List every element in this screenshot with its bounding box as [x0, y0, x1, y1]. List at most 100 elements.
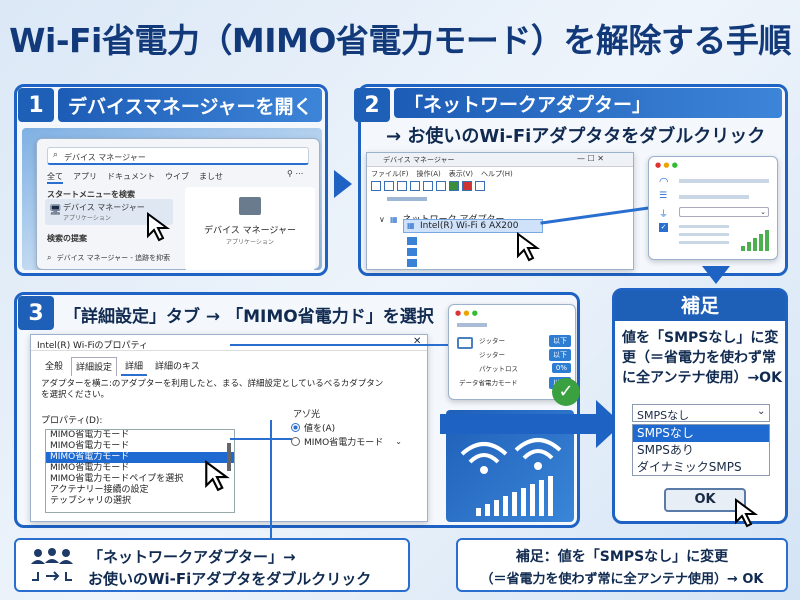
- result-name: デバイス マネージャー: [63, 203, 145, 212]
- step1-screenshot: ⌕ デバイス マネージャー 全て アプリ ドキュメント ウイブ ましせ ⚲ ⋯ …: [22, 128, 322, 270]
- footer-right-line2: （＝省電力を使わず常に全アンテナ使用）→ OK: [480, 572, 764, 587]
- window-controls-icon[interactable]: — ☐ ✕: [577, 154, 604, 163]
- menu-help[interactable]: ヘルプ(H): [481, 170, 513, 178]
- tab-more[interactable]: ましせ: [199, 172, 223, 181]
- search-icon: ⌕: [47, 253, 52, 262]
- option-smps-none[interactable]: SMPSなし: [633, 425, 769, 442]
- stat-row: ジッター 以下: [479, 335, 571, 347]
- menu-file[interactable]: ファイル(F): [371, 170, 409, 178]
- stat-value: 以下: [549, 335, 571, 347]
- property-item[interactable]: MIMO省電力モード: [50, 463, 130, 473]
- smps-dropdown[interactable]: SMPSなし ⌄: [632, 404, 770, 422]
- forward-icon[interactable]: [384, 181, 394, 191]
- mouse-cursor-icon: [516, 232, 542, 266]
- list-scrollbar[interactable]: [227, 443, 231, 471]
- property-item[interactable]: テッブシャリの選択: [50, 496, 132, 506]
- dm-toolbar: [371, 181, 485, 191]
- search-input[interactable]: デバイス マネージャー: [64, 153, 146, 162]
- download-icon[interactable]: [475, 181, 485, 191]
- property-item[interactable]: MIMO省電力モードペイプを選択: [50, 474, 184, 484]
- start-search-window: ⌕ デバイス マネージャー 全て アプリ ドキュメント ウイブ ましせ ⚲ ⋯ …: [36, 138, 320, 270]
- monitor-icon: [457, 337, 473, 349]
- web-label: 検索の提案: [47, 234, 87, 243]
- card-dropdown[interactable]: ⌄: [679, 207, 769, 217]
- chevron-down-icon[interactable]: ∨: [379, 215, 385, 224]
- tab-general[interactable]: 全般: [45, 362, 64, 372]
- stat-value: 以下: [549, 349, 571, 361]
- step1-heading: デバイスマネージャーを開く: [58, 88, 322, 122]
- search-icon: ⌕: [53, 150, 59, 160]
- tab-all[interactable]: 全て: [47, 171, 63, 184]
- option-smps-dynamic[interactable]: ダイナミックSMPS: [637, 460, 742, 474]
- tree-item[interactable]: [407, 259, 417, 267]
- ok-button[interactable]: OK: [664, 488, 746, 512]
- connector-line: [270, 420, 272, 544]
- tree-item[interactable]: [407, 237, 417, 245]
- step3-number: 3: [18, 296, 54, 330]
- card-line: [457, 323, 487, 327]
- step2-number: 2: [354, 88, 390, 122]
- card-dots: ● ● ●: [655, 161, 678, 169]
- supplement-heading: 補足: [615, 291, 785, 321]
- update-icon[interactable]: [449, 181, 459, 191]
- close-icon[interactable]: ✕: [413, 336, 422, 347]
- property-item[interactable]: アクテナリー接續の設定: [50, 485, 149, 495]
- tree-item[interactable]: [407, 248, 417, 256]
- radio-value[interactable]: 値を(A): [291, 421, 335, 434]
- footer-left-box: 「ネットワークアダプター」→ お使いのWi-Fiアダプタをダブルクリック: [14, 538, 410, 592]
- tab-events[interactable]: 詳細のキス: [155, 362, 200, 372]
- property-list[interactable]: MIMO省電力モード MIMO省電力モード MIMO省電力モード MIMO省電力…: [45, 429, 235, 513]
- tree-row-blank: [387, 197, 427, 201]
- wifi-icon: [514, 438, 562, 470]
- tab-web[interactable]: ウイブ: [165, 172, 189, 181]
- radio-empty-icon[interactable]: [291, 437, 300, 446]
- property-item[interactable]: MIMO省電力モード: [50, 441, 130, 451]
- web-item[interactable]: ⌕ デバイス マネージャー - 追跡を抑索: [47, 245, 170, 264]
- monitor-icon[interactable]: [436, 181, 446, 191]
- radio-selected-icon[interactable]: [291, 423, 300, 432]
- radio2-label: MIMO省電力モード: [304, 438, 384, 448]
- result-item[interactable]: 🖥 デバイス マネージャー アプリケーション: [45, 199, 173, 225]
- scan-icon[interactable]: [423, 181, 433, 191]
- chevron-down-icon[interactable]: ⌄: [757, 406, 766, 417]
- search-box[interactable]: ⌕ デバイス マネージャー: [47, 147, 309, 165]
- tree-adapter-item[interactable]: ▦ Intel(R) Wi-Fi 6 AX200: [403, 219, 543, 233]
- chevron-down-icon[interactable]: ⌄: [395, 437, 402, 446]
- best-match-label: スタートメニューを検索: [47, 190, 135, 199]
- tab-advanced[interactable]: 詳細設定: [71, 357, 118, 376]
- step3-heading: 「詳細設定」タブ → 「MIMO省電力ド」を選択: [64, 307, 434, 327]
- stat-label: データ省電力モード: [459, 379, 518, 387]
- menu-view[interactable]: 表示(V): [448, 170, 474, 178]
- uninstall-icon[interactable]: [462, 181, 472, 191]
- help-icon[interactable]: [410, 181, 420, 191]
- properties-icon[interactable]: [397, 181, 407, 191]
- footer-left-line1: 「ネットワークアダプター」→: [88, 548, 296, 566]
- tab-documents[interactable]: ドキュメント: [107, 172, 155, 181]
- step2-heading: 「ネットワークアダプター」: [394, 88, 782, 118]
- signal-icon: ⏚: [659, 210, 669, 220]
- footer-right-box: 補足：値を「SMPSなし」に変更 （＝省電力を使わず常に全アンテナ使用）→ OK: [456, 538, 788, 592]
- tab-details[interactable]: 詳細: [121, 357, 148, 376]
- card-line: [679, 179, 769, 183]
- property-item-selected[interactable]: MIMO省電力モード: [46, 452, 234, 463]
- property-item[interactable]: MIMO省電力モード: [50, 430, 130, 440]
- radio-mimo[interactable]: MIMO省電力モード ⌄: [291, 435, 402, 448]
- more-options-icon[interactable]: ⚲ ⋯: [287, 169, 304, 178]
- arrow-shaft: [440, 414, 600, 434]
- checkbox-icon[interactable]: ✓: [659, 223, 668, 232]
- adapter-name: Intel(R) Wi-Fi 6 AX200: [420, 221, 519, 231]
- option-smps-on[interactable]: SMPSあり: [637, 443, 694, 457]
- arrow-down-icon: [702, 266, 730, 284]
- card-line: [679, 225, 729, 228]
- wifi-icon: [460, 442, 508, 474]
- radio1-label: 値を(A): [304, 424, 336, 434]
- stat-label: ジッター: [479, 337, 505, 345]
- tab-apps[interactable]: アプリ: [73, 172, 97, 181]
- supplement-text: 値を「SMPSなし」に変更（＝省電力を使わず常に全アンテナ使用）→OK: [622, 330, 782, 386]
- footer-right-line1: 補足：値を「SMPSなし」に変更: [515, 549, 729, 565]
- users-network-icon: [31, 548, 73, 581]
- menu-action[interactable]: 操作(A): [416, 170, 441, 178]
- dm-titlebar: デバイス マネージャー — ☐ ✕: [367, 153, 633, 167]
- wifi-settings-card: ● ● ● ◠ ☰ ⏚ ⌄ ✓: [648, 156, 778, 260]
- back-icon[interactable]: [371, 181, 381, 191]
